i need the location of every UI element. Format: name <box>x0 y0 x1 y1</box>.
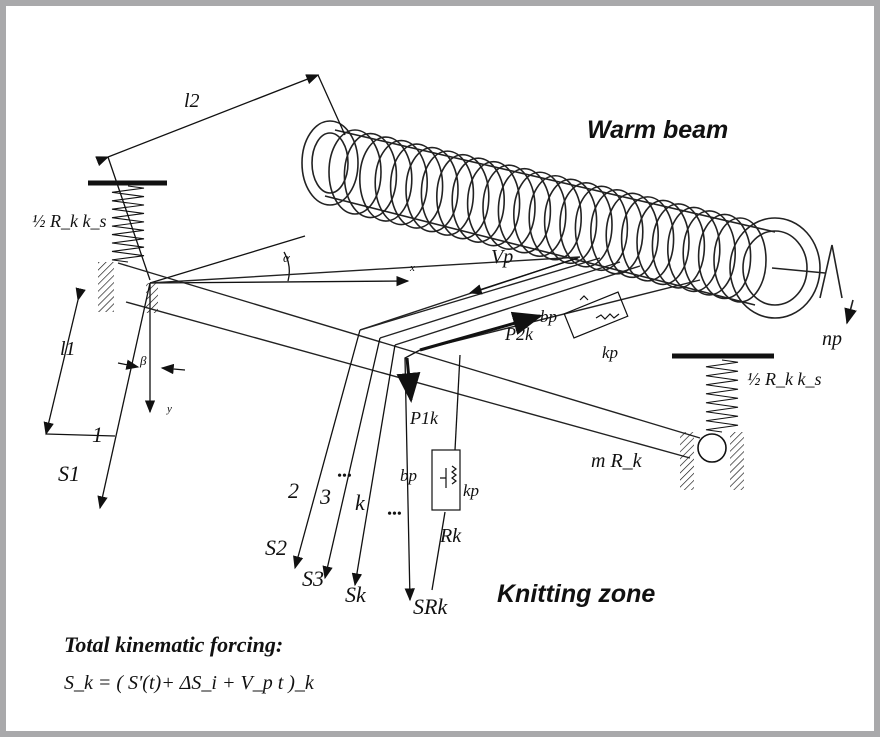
label-vp: Vp <box>491 246 513 268</box>
label-y: y <box>166 403 172 415</box>
label-numk: k <box>355 490 366 515</box>
warp-beam-right-end <box>729 217 821 319</box>
yarn-coil <box>666 206 721 293</box>
left-spring <box>88 180 167 263</box>
label-num2: 2 <box>288 478 299 503</box>
warm-beam-label: Warm beam <box>587 116 728 144</box>
yarn-coil <box>512 171 567 258</box>
yarn-coil <box>651 203 706 289</box>
yarn-coil <box>620 196 675 282</box>
label-spring-left: ½ R_k k_s <box>32 211 106 231</box>
yarn-coil <box>466 160 521 247</box>
label-l2: l2 <box>184 90 200 112</box>
dots-2: ••• <box>387 507 402 522</box>
yarn-coil <box>543 178 598 265</box>
label-beta: β <box>139 353 147 368</box>
label-bp-top: bp <box>540 307 557 326</box>
threads <box>293 257 579 602</box>
knitting-zone-label: Knitting zone <box>497 580 655 608</box>
warp-beam <box>301 120 857 325</box>
yarn-coil <box>405 146 459 233</box>
dimension-l2 <box>95 74 346 281</box>
yarn-coil <box>713 217 767 303</box>
damper-mid <box>431 449 461 511</box>
label-alpha: α <box>283 250 291 265</box>
yarn-coil <box>482 164 536 250</box>
label-num1: 1 <box>92 422 103 447</box>
yarn-coil <box>328 129 382 215</box>
label-num3: 3 <box>319 484 331 509</box>
yarn-coil <box>682 210 737 296</box>
formula: S_k = ( S'(t)+ ΔS_i + V_p t )_k <box>64 672 314 694</box>
yarn-coil <box>605 192 660 279</box>
label-rk: Rk <box>439 525 462 547</box>
label-p2k: P2k <box>504 324 534 344</box>
yarn-coil <box>636 199 690 286</box>
yarn-coil <box>420 150 475 236</box>
label-sk: Sk <box>345 582 367 607</box>
yarn-coil <box>343 132 398 219</box>
label-kp-top: kp <box>602 343 618 362</box>
label-kp-mid: kp <box>463 481 479 500</box>
yarn-coil <box>451 157 506 243</box>
yarn-coil <box>497 167 552 254</box>
formula-title: Total kinematic forcing: <box>64 632 284 657</box>
label-np: np <box>822 328 842 350</box>
label-srk: SRk <box>413 594 448 619</box>
label-l1: l1 <box>60 338 76 360</box>
label-s3: S3 <box>302 566 324 591</box>
label-m-rk: m R_k <box>591 450 643 472</box>
label-bp-mid: bp <box>400 466 417 485</box>
label-p1k: P1k <box>409 408 439 428</box>
right-spring <box>672 353 774 490</box>
left-wall-hatch <box>98 262 114 312</box>
yarn-coil <box>528 174 583 261</box>
label-x: x <box>409 262 415 274</box>
yarn-coil <box>574 185 629 272</box>
yarn-coil <box>358 136 413 222</box>
yarn-coil <box>559 182 613 268</box>
label-s2: S2 <box>265 535 287 560</box>
yarn-coil <box>389 143 444 229</box>
damper-top <box>563 291 629 339</box>
label-s1: S1 <box>58 461 80 486</box>
coordinate-axes <box>144 235 410 414</box>
label-spring-right: ½ R_k k_s <box>747 369 821 389</box>
yarn-coil <box>697 213 752 300</box>
dots-1: ••• <box>337 469 352 484</box>
yarn-coil <box>374 139 429 226</box>
dimension-l1 <box>43 282 186 510</box>
yarn-coil <box>435 153 490 240</box>
